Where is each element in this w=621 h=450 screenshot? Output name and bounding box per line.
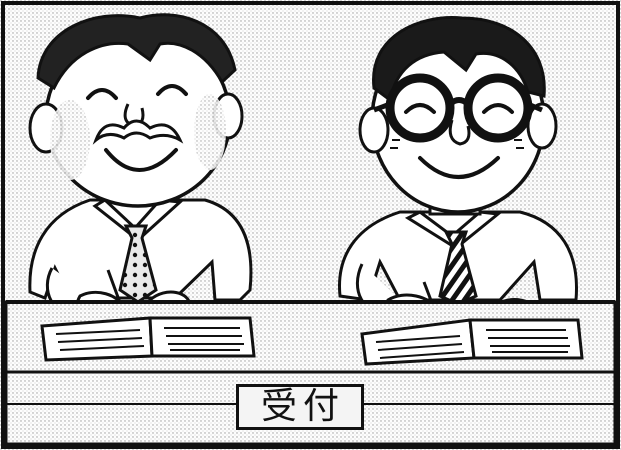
reception-sign-label: 受付 xyxy=(260,386,345,427)
left-man-hair xyxy=(36,13,237,91)
reception-sign: 受付 xyxy=(236,384,364,430)
left-man-tie xyxy=(118,224,158,304)
glasses-icon xyxy=(373,73,543,143)
right-notebook xyxy=(360,318,584,366)
left-notebook xyxy=(40,316,256,362)
right-man-hair xyxy=(372,16,546,103)
mustache-icon xyxy=(92,119,184,145)
